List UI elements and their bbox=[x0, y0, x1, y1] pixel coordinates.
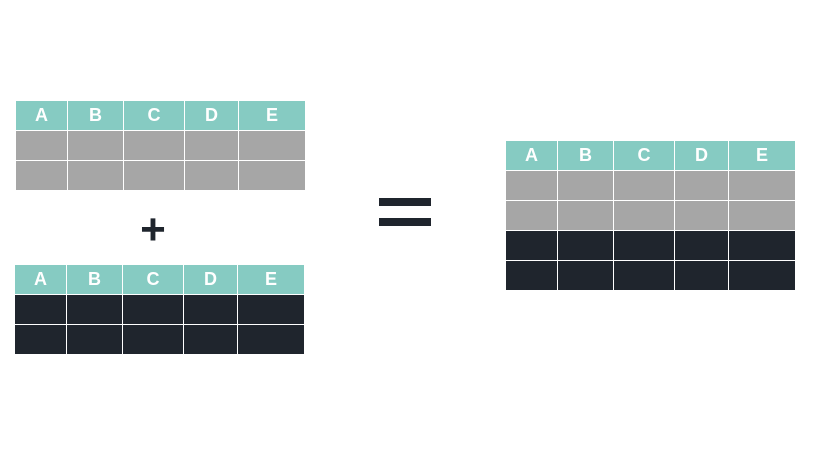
equals-bar-top bbox=[379, 198, 431, 206]
column-header-e: E bbox=[238, 100, 306, 131]
cell bbox=[15, 160, 68, 191]
column-header-a: A bbox=[505, 140, 558, 171]
cell bbox=[728, 260, 796, 291]
cell bbox=[505, 230, 558, 261]
cell bbox=[66, 324, 123, 355]
plus-sign: + bbox=[140, 205, 166, 254]
column-header-b: B bbox=[67, 100, 124, 131]
cell bbox=[728, 200, 796, 231]
cell bbox=[505, 260, 558, 291]
cell bbox=[184, 160, 239, 191]
cell bbox=[123, 130, 185, 161]
cell bbox=[557, 200, 614, 231]
column-header-c: C bbox=[123, 100, 185, 131]
table-row bbox=[14, 294, 305, 325]
column-header-d: D bbox=[183, 264, 238, 295]
cell bbox=[728, 170, 796, 201]
table-top-gray: A B C D E bbox=[15, 100, 306, 191]
column-header-c: C bbox=[122, 264, 184, 295]
column-header-e: E bbox=[728, 140, 796, 171]
cell bbox=[674, 200, 729, 231]
cell bbox=[15, 130, 68, 161]
table-row bbox=[14, 324, 305, 355]
cell bbox=[505, 200, 558, 231]
cell bbox=[613, 170, 675, 201]
cell bbox=[238, 160, 306, 191]
cell bbox=[674, 260, 729, 291]
cell bbox=[237, 324, 305, 355]
cell bbox=[674, 230, 729, 261]
cell bbox=[183, 294, 238, 325]
cell bbox=[237, 294, 305, 325]
cell bbox=[613, 260, 675, 291]
column-header-d: D bbox=[184, 100, 239, 131]
column-header-b: B bbox=[557, 140, 614, 171]
table-row bbox=[505, 200, 796, 231]
table-row bbox=[15, 130, 306, 161]
header-row: A B C D E bbox=[14, 264, 305, 295]
table-row bbox=[15, 160, 306, 191]
cell bbox=[67, 160, 124, 191]
header-row: A B C D E bbox=[15, 100, 306, 131]
equals-sign bbox=[376, 198, 434, 226]
table-result-combined: A B C D E bbox=[505, 140, 796, 291]
column-header-c: C bbox=[613, 140, 675, 171]
cell bbox=[613, 200, 675, 231]
column-header-d: D bbox=[674, 140, 729, 171]
cell bbox=[674, 170, 729, 201]
column-header-e: E bbox=[237, 264, 305, 295]
cell bbox=[66, 294, 123, 325]
cell bbox=[122, 324, 184, 355]
equals-bar-bottom bbox=[379, 218, 431, 226]
cell bbox=[123, 160, 185, 191]
cell bbox=[557, 230, 614, 261]
table-row bbox=[505, 170, 796, 201]
cell bbox=[557, 260, 614, 291]
header-row: A B C D E bbox=[505, 140, 796, 171]
table-row bbox=[505, 260, 796, 291]
cell bbox=[238, 130, 306, 161]
cell bbox=[183, 324, 238, 355]
cell bbox=[67, 130, 124, 161]
table-row bbox=[505, 230, 796, 261]
column-header-b: B bbox=[66, 264, 123, 295]
cell bbox=[14, 294, 67, 325]
cell bbox=[613, 230, 675, 261]
cell bbox=[122, 294, 184, 325]
cell bbox=[505, 170, 558, 201]
column-header-a: A bbox=[15, 100, 68, 131]
cell bbox=[184, 130, 239, 161]
cell bbox=[557, 170, 614, 201]
column-header-a: A bbox=[14, 264, 67, 295]
cell bbox=[14, 324, 67, 355]
table-bottom-dark: A B C D E bbox=[14, 264, 305, 355]
cell bbox=[728, 230, 796, 261]
